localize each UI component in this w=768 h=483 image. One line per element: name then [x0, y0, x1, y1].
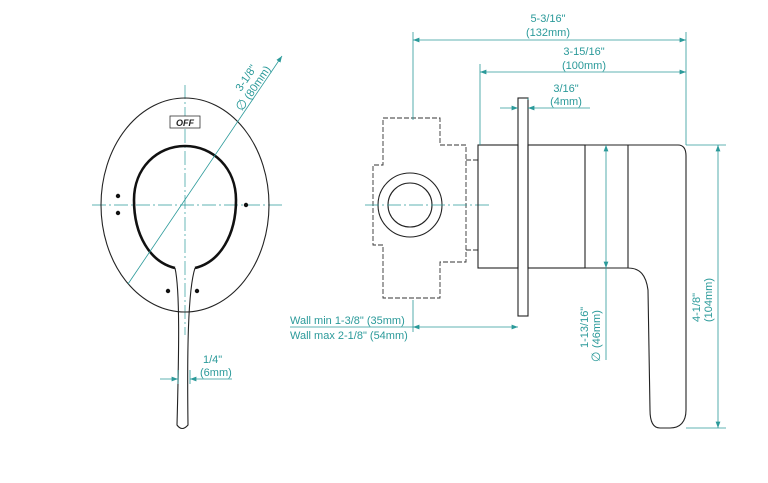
overall-depth-mm: (132mm) [526, 27, 570, 39]
cover-plate [100, 97, 270, 313]
trim-sleeve [477, 144, 519, 269]
lever-height-label: 4-1/8" (104mm) [691, 278, 715, 322]
svg-text:4-1/8": 4-1/8" [691, 293, 703, 322]
overall-depth-inch: 5-3/16" [530, 13, 565, 25]
plate-thickness-inch: 3/16" [553, 83, 578, 95]
svg-text:∅: ∅ [589, 352, 603, 362]
lever [174, 267, 196, 430]
side-view: 5-3/16" (132mm) 3-15/16" (100mm) 3/16" (… [290, 13, 726, 429]
lever-side [627, 144, 687, 429]
diameter-dimension-line [127, 55, 283, 285]
svg-text:(46mm): (46mm) [591, 310, 603, 348]
trim-depth-mm: (100mm) [562, 60, 606, 72]
plate-thickness-mm: (4mm) [550, 96, 582, 108]
handle-diameter-label: ∅ 1-13/16" (46mm) [579, 307, 603, 362]
off-label-box [169, 115, 201, 129]
screw [243, 202, 249, 208]
wall-plate [517, 97, 529, 317]
screw [194, 288, 200, 294]
valve-body [372, 117, 467, 299]
svg-text:(104mm): (104mm) [703, 278, 715, 322]
wall-max-label: Wall max 2-1/8" (54mm) [290, 330, 408, 342]
screw [115, 210, 121, 216]
front-view: OFF ∅ 3-1/8" (80mm) 1/4" (6mm) [92, 55, 283, 430]
svg-text:1-13/16": 1-13/16" [579, 307, 591, 348]
trim-depth-inch: 3-15/16" [563, 46, 604, 58]
lever-width-inch: 1/4" [203, 354, 222, 366]
screw [115, 193, 121, 199]
screw [165, 288, 171, 294]
wall-min-label: Wall min 1-3/8" (35mm) [290, 315, 405, 327]
off-label: OFF [176, 118, 194, 128]
handle-body [527, 144, 586, 269]
diameter-dimension-label: ∅ 3-1/8" (80mm) [232, 63, 273, 114]
handle-cap [585, 144, 629, 269]
lever-width-mm: (6mm) [200, 367, 232, 379]
handle-ring [132, 144, 238, 270]
